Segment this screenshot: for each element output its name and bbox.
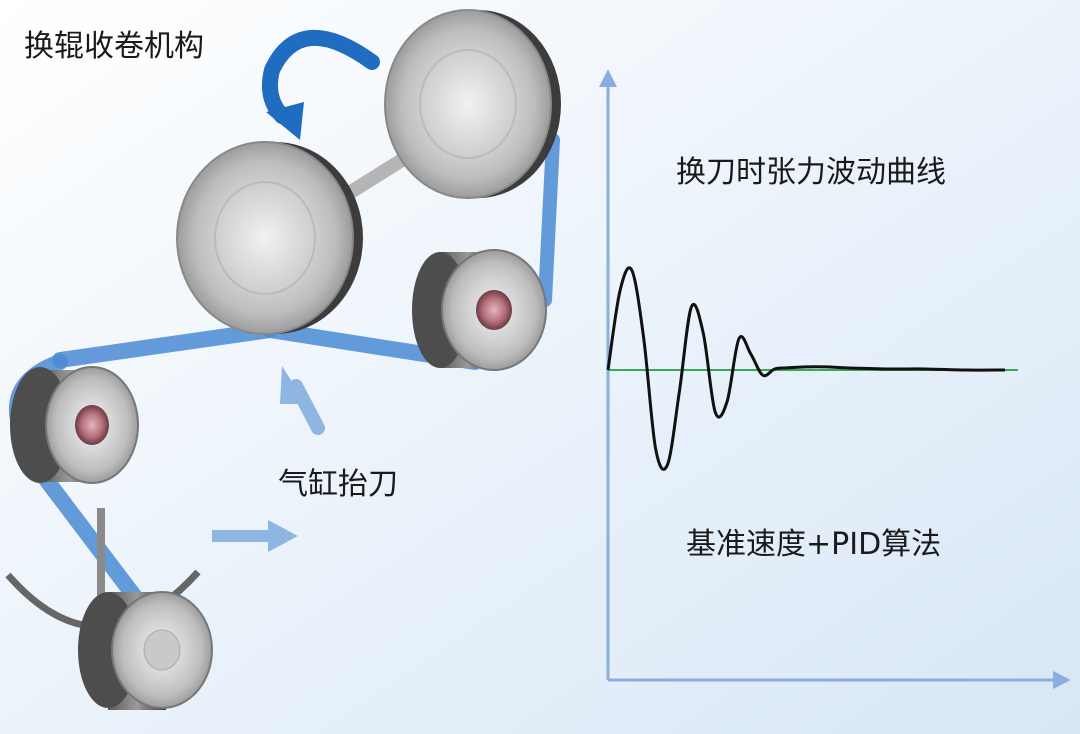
guide-roll-left — [10, 366, 139, 484]
algorithm-label: 基准速度+PID算法 — [686, 527, 942, 562]
chart-title: 换刀时张力波动曲线 — [676, 155, 946, 190]
guide-roll-right — [412, 249, 547, 371]
mechanism-label: 换辊收卷机构 — [24, 29, 204, 64]
guide-roll-bottom — [78, 591, 213, 710]
winding-roll-upper — [384, 9, 561, 199]
knife-lift-arrow — [280, 366, 325, 435]
winding-roll-lower — [176, 141, 363, 335]
support-rod — [97, 508, 105, 618]
feed-arrow — [212, 520, 298, 552]
tension-curve — [606, 266, 1006, 471]
cylinder-knife-label: 气缸抬刀 — [278, 467, 398, 502]
rotation-arrow — [262, 30, 380, 140]
